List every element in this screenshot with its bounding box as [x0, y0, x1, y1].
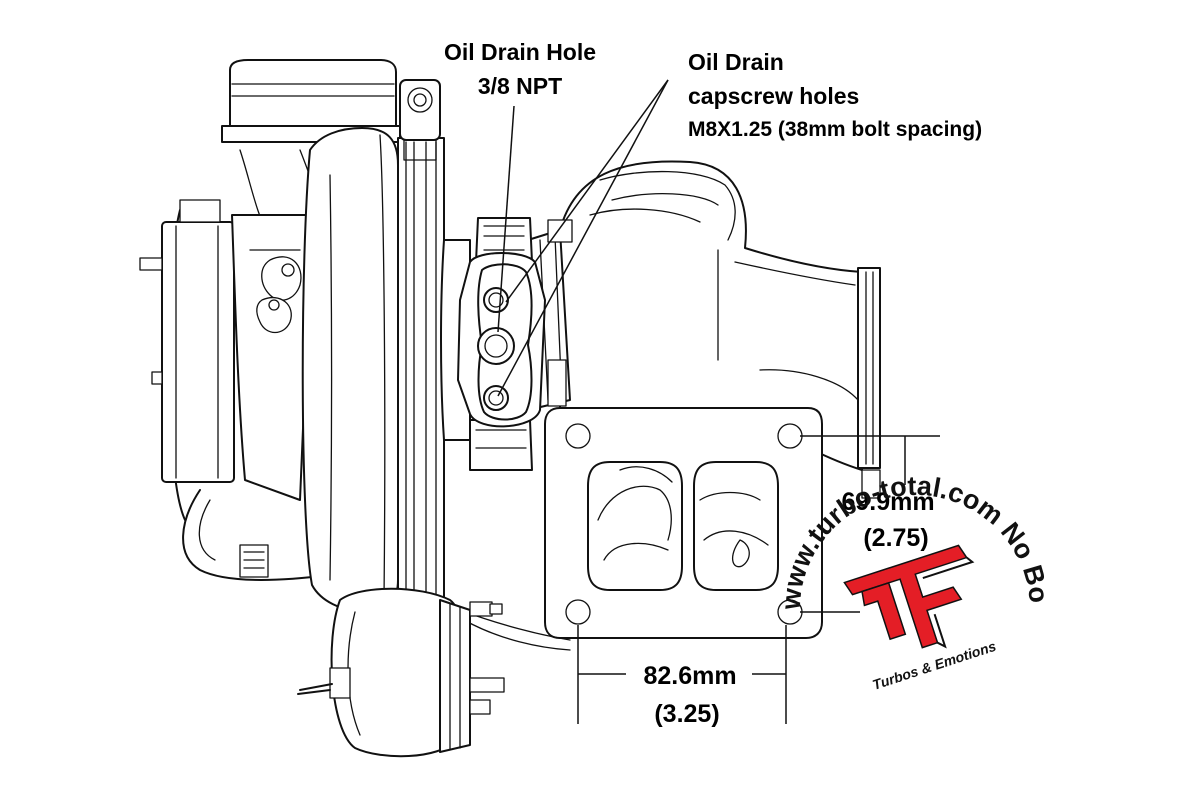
- height-dimension-mm: 69.9mm: [841, 488, 934, 516]
- watermark-tagline: Turbos & Emotions: [870, 638, 998, 693]
- capscrew-callout: Oil Drain capscrew holes M8X1.25 (38mm b…: [497, 49, 982, 397]
- oil-drain-hole-callout: Oil Drain Hole 3/8 NPT: [444, 39, 596, 333]
- width-dimension-mm: 82.6mm: [643, 662, 736, 690]
- capscrew-spec: M8X1.25 (38mm bolt spacing): [688, 118, 982, 141]
- turbine-outlet-flange: [857, 267, 881, 499]
- tt-logo: [843, 544, 975, 649]
- turbine-inlet-flange: [544, 407, 823, 639]
- oil-drain-flange: [457, 252, 546, 428]
- height-dimension: 69.9mm (2.75): [800, 435, 940, 613]
- capscrew-label-line1: Oil Drain: [688, 49, 784, 75]
- width-dimension: 82.6mm (3.25): [577, 625, 787, 728]
- width-dimension-in: (3.25): [654, 700, 719, 728]
- capscrew-leader-upper: [505, 79, 669, 303]
- oil-drain-hole-size: 3/8 NPT: [478, 73, 562, 99]
- oil-drain-hole-label: Oil Drain Hole: [444, 39, 596, 65]
- oil-drain-hole-leader: [497, 105, 515, 333]
- turbine-housing: [559, 160, 863, 471]
- capscrew-leader-lower: [497, 79, 669, 397]
- compressor-housing: [139, 59, 401, 613]
- height-dimension-in: (2.75): [863, 524, 928, 552]
- capscrew-label-line2: capscrew holes: [688, 83, 859, 109]
- wastegate-actuator: [297, 587, 571, 758]
